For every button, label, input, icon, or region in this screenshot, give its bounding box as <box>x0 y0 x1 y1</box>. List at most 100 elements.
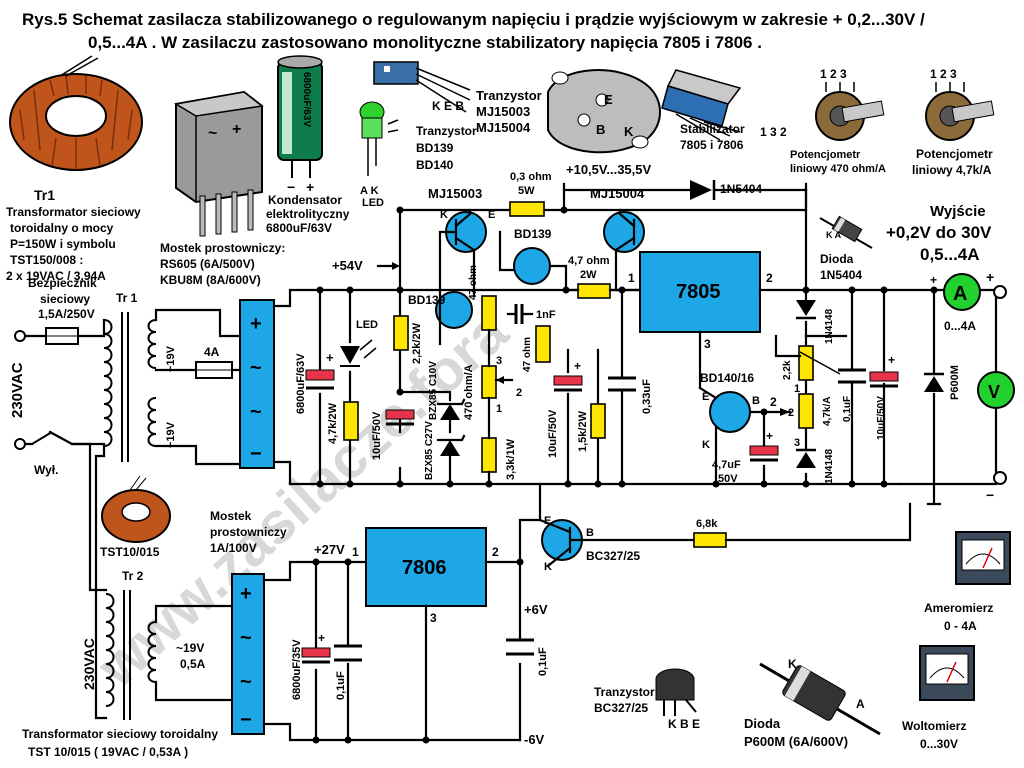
tr1-sec-b: ~19V <box>165 421 177 448</box>
bridge-desc-1: RS605 (6A/500V) <box>160 257 255 271</box>
bridge2-ac2: ~ <box>240 671 252 693</box>
reg7806-pin3: 3 <box>430 611 437 625</box>
ammeter-desc-1: 0 - 4A <box>944 619 977 633</box>
c-10u3-label: 10uF/50V <box>876 396 887 440</box>
bc-desc: Tranzystor BC327/25 <box>594 685 655 715</box>
bd140-pin-e: E <box>702 391 709 403</box>
d-1n4148-a <box>796 300 816 316</box>
c-6800-35-cap <box>301 647 331 658</box>
c-10u-3-cap <box>869 371 899 382</box>
c-47u-v-label: 50V <box>718 473 738 485</box>
pot-470 <box>481 365 497 399</box>
to220-picture <box>661 69 742 141</box>
tr1-secondary-a <box>147 319 157 369</box>
bridge-ac2: ~ <box>250 401 262 423</box>
r-2k2 <box>798 345 814 381</box>
fuse-label: Bezpiecznik sieciowy 1,5A/250V <box>28 276 97 321</box>
bc327-picture <box>655 668 697 716</box>
c-10u-2-cap <box>553 375 583 386</box>
mj-desc-2: MJ15004 <box>476 120 531 135</box>
pot47k-pin2: 2 <box>788 407 794 419</box>
zener-c10-symbol <box>440 404 460 420</box>
tr1-desc-2: P=150W i symbolu <box>10 237 116 251</box>
tr1-desc-4: 2 x 19VAC / 3,94A <box>6 269 106 283</box>
bc-pic-pins: K B E <box>668 717 700 731</box>
voltmeter-desc-0: Woltomierz <box>902 719 966 733</box>
ammeter-desc-0: Ameromierz <box>924 601 993 615</box>
rail27-label: +27V <box>314 542 345 557</box>
diode-desc-0: Dioda <box>820 252 854 266</box>
tr1-secondary-b <box>147 397 157 447</box>
stab-pins: 1 3 2 <box>760 125 787 139</box>
c-01c-label: 0,1uF <box>537 647 549 676</box>
zener-c27-symbol <box>440 440 460 456</box>
r-22k2-label: 2,2k <box>782 360 793 380</box>
tr1-desc-3: TST150/008 : <box>10 253 83 267</box>
bd140-pin-b: B <box>752 395 760 407</box>
c-6800-35-label: 6800uF/35V <box>291 639 303 700</box>
p600-desc: Dioda P600M (6A/600V) <box>744 716 848 749</box>
svg-text:+: + <box>306 179 314 195</box>
aux-bridge <box>231 573 265 735</box>
pot2-desc-0: Potencjometr <box>916 147 993 161</box>
q-bd139b-label: BD139 <box>514 227 552 241</box>
tr2-desc-1: TST 10/015 ( 19VAC / 0,53A ) <box>28 745 188 759</box>
r-0r3-5w <box>509 201 545 217</box>
cap-desc-1: elektrolityczny <box>266 207 350 221</box>
c-10u-cap <box>385 409 415 420</box>
switch-label: Wył. <box>34 463 58 477</box>
r-47ohm2w-p: 2W <box>580 269 597 281</box>
pot2-picture <box>925 82 995 141</box>
to3-transistor-picture <box>547 69 661 154</box>
bridge2-desc-2: 1A/100V <box>210 541 257 555</box>
q-bd139a-label: BD139 <box>408 293 446 307</box>
bridge2-desc-1: prostowniczy <box>210 525 287 539</box>
bd-desc-2: BD140 <box>416 158 454 172</box>
pot1-desc-1: liniowy 470 ohm/A <box>790 163 886 175</box>
mains-terminal-bottom <box>14 438 26 450</box>
r-47a-label: 47 ohm <box>468 265 479 300</box>
pot47k-label: 4,7k/A <box>822 397 833 426</box>
fuse-label-1: sieciowy <box>40 292 90 306</box>
rail6p-label: +6V <box>524 602 548 617</box>
bc-pin-k: K <box>544 561 552 573</box>
mains-label: 230VAC <box>9 362 26 418</box>
svg-text:+: + <box>766 429 773 443</box>
r-3k3-1w <box>481 437 497 473</box>
r-1k5-2w <box>590 403 606 439</box>
svg-text:+: + <box>888 353 895 367</box>
bridge-desc-0: Mostek prostowniczy: <box>160 241 285 255</box>
c-01b-label: 0,1uF <box>335 671 347 700</box>
pot1-desc: Potencjometr liniowy 470 ohm/A <box>790 149 886 175</box>
r-15k-label: 1,5k/2W <box>577 410 589 452</box>
r-47k-label: 4,7k/2W <box>327 402 339 444</box>
diode-desc: Dioda 1N5404 <box>820 252 862 282</box>
out-title: Wyjście <box>930 203 986 220</box>
q-bd140-label: BD140/16 <box>700 371 754 385</box>
rail-mid-label: +10,5V...35,5V <box>566 162 652 177</box>
title-line1: Rys.5 Schemat zasilacza stabilizowanego … <box>22 10 925 29</box>
tr1-name: Tr1 <box>34 187 55 203</box>
svg-text:+: + <box>930 273 937 287</box>
bc-desc-1: BC327/25 <box>594 701 648 715</box>
bridge-plus: + <box>250 313 262 335</box>
reg7806-pin2: 2 <box>492 545 499 559</box>
reg7806-label: 7806 <box>402 557 447 579</box>
electrolytic-cap-picture: 6800uF/63V − + <box>277 55 323 195</box>
stab-desc-1: 7805 i 7806 <box>680 138 744 152</box>
svg-text:+: + <box>232 121 241 138</box>
bridge-rectifier-picture: ~ + <box>173 90 264 237</box>
r-2k2-2w <box>393 315 409 351</box>
r-47ohm2w-label: 4,7 ohm <box>568 255 610 267</box>
c-10u-label: 10uF/50V <box>371 411 383 460</box>
r-03-label: 0,3 ohm <box>510 171 552 183</box>
bridge-desc-2: KBU8M (8A/600V) <box>160 273 261 287</box>
p600-picture <box>759 662 881 736</box>
svg-text:−: − <box>287 179 295 195</box>
svg-text:+: + <box>326 350 334 365</box>
pot1-pins: 1 2 3 <box>820 67 847 81</box>
mj-desc: Tranzystor MJ15003 MJ15004 <box>476 88 542 135</box>
led-name: LED <box>362 197 384 209</box>
q-bd139-b <box>513 247 551 285</box>
